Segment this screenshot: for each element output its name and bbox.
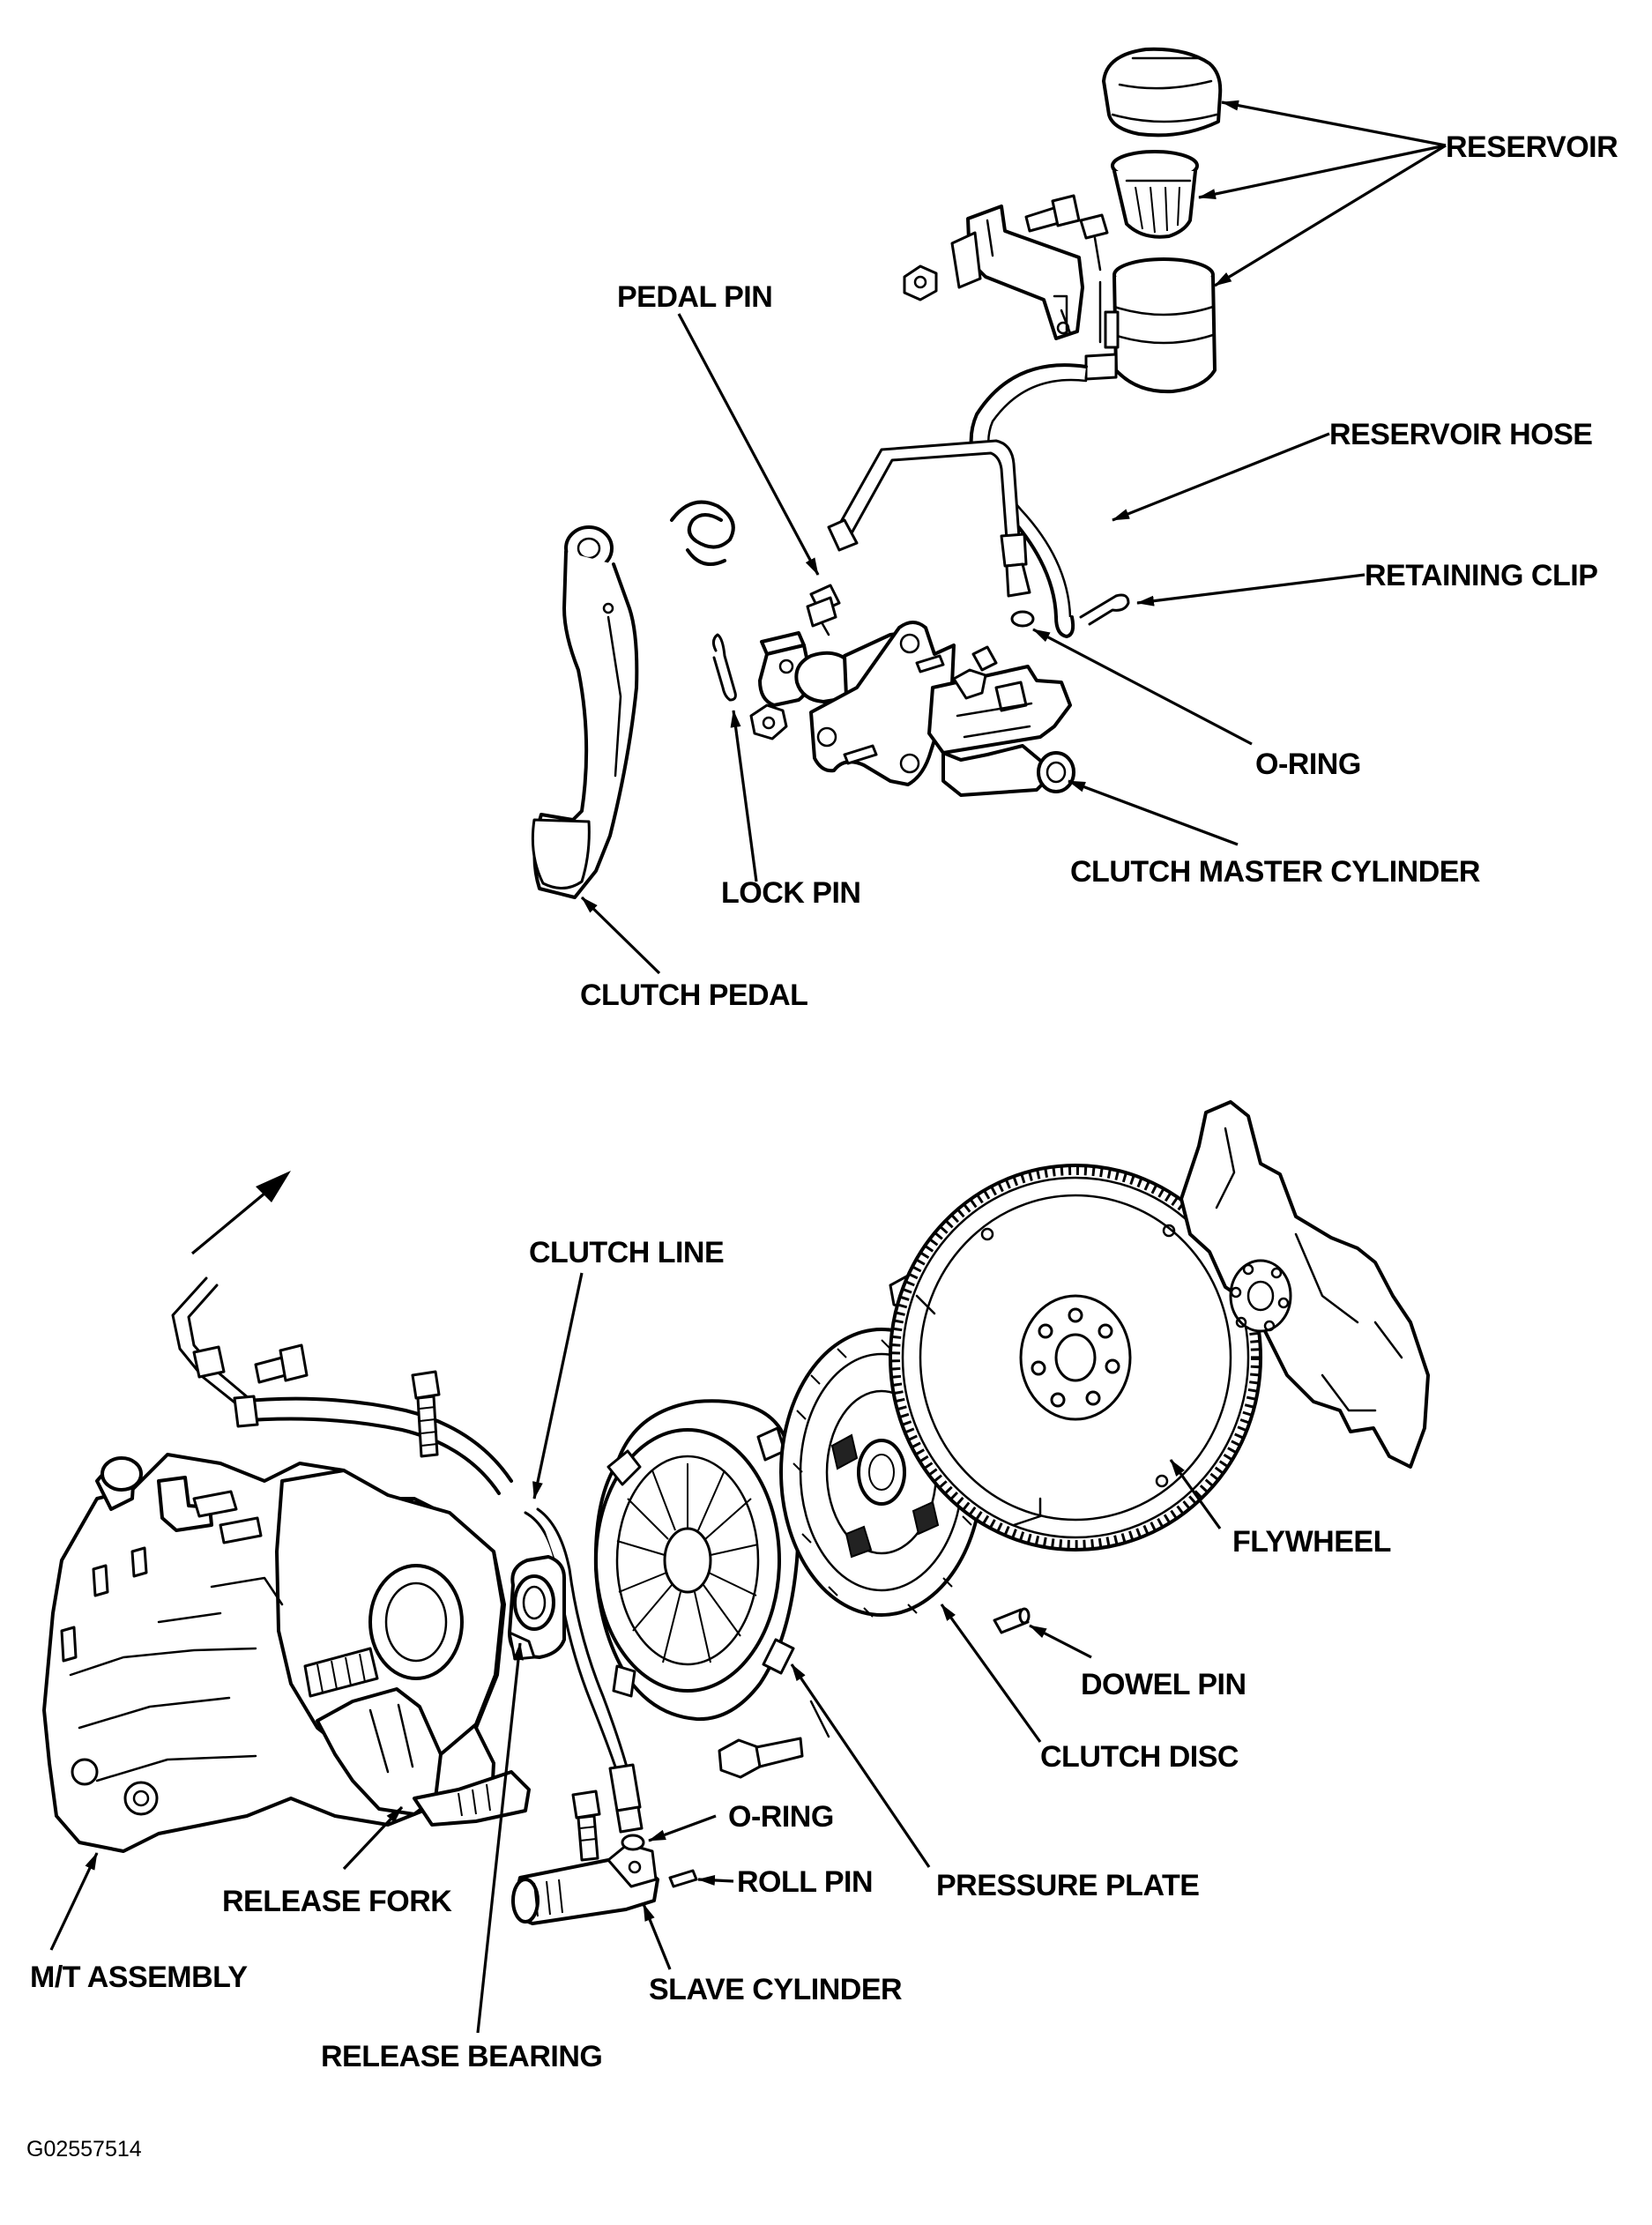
label-roll-pin: ROLL PIN bbox=[737, 1865, 873, 1899]
o-ring-bottom bbox=[621, 1834, 645, 1851]
label-o-ring-top: O-RING bbox=[1255, 748, 1361, 781]
lock-pin bbox=[711, 633, 737, 702]
flywheel bbox=[889, 1164, 1262, 1552]
clevis-nut bbox=[749, 703, 788, 740]
release-fork bbox=[316, 1687, 531, 1827]
housing-bolt-top bbox=[411, 1370, 441, 1458]
to-master-cylinder-arrow bbox=[190, 1171, 291, 1255]
label-slave-cylinder: SLAVE CYLINDER bbox=[649, 1973, 902, 2006]
reservoir-hose bbox=[969, 363, 1088, 638]
label-lock-pin: LOCK PIN bbox=[721, 876, 860, 910]
engine-block bbox=[1179, 1100, 1430, 1469]
pedal-spring bbox=[670, 500, 735, 566]
bracket-bolt-2 bbox=[1079, 213, 1109, 272]
reservoir-strainer bbox=[1111, 150, 1199, 239]
labels: RESERVOIR PEDAL PIN RESERVOIR HOSE RETAI… bbox=[26, 130, 1619, 2162]
roll-pin bbox=[668, 1869, 698, 1888]
bracket-bolt-1 bbox=[1024, 194, 1081, 233]
label-clutch-line: CLUTCH LINE bbox=[529, 1236, 724, 1269]
pressure-plate bbox=[593, 1399, 800, 1722]
bracket-nut bbox=[903, 264, 938, 301]
label-pedal-pin: PEDAL PIN bbox=[617, 280, 772, 314]
label-o-ring-bottom: O-RING bbox=[728, 1800, 834, 1834]
label-pressure-plate: PRESSURE PLATE bbox=[936, 1869, 1199, 1902]
slave-cylinder-bolt bbox=[571, 1790, 601, 1862]
label-release-fork: RELEASE FORK bbox=[222, 1885, 452, 1918]
label-reservoir: RESERVOIR bbox=[1446, 130, 1618, 164]
label-flywheel: FLYWHEEL bbox=[1232, 1525, 1391, 1559]
retaining-clip bbox=[1079, 593, 1130, 626]
reservoir-body bbox=[1084, 257, 1217, 394]
mt-assembly bbox=[42, 1453, 506, 1853]
clevis-yoke bbox=[758, 631, 812, 707]
top-leaders bbox=[580, 100, 1447, 975]
reservoir-cap bbox=[1102, 47, 1223, 138]
label-clutch-master-cylinder: CLUTCH MASTER CYLINDER bbox=[1070, 855, 1480, 889]
reservoir-bracket bbox=[950, 205, 1084, 340]
bottom-leaders bbox=[49, 1272, 1222, 2034]
label-retaining-clip: RETAINING CLIP bbox=[1365, 559, 1597, 592]
clutch-master-cylinder-body bbox=[794, 621, 1075, 797]
master-cylinder-outlet-line bbox=[827, 439, 1031, 598]
label-dowel-pin: DOWEL PIN bbox=[1081, 1668, 1246, 1701]
label-reservoir-hose: RESERVOIR HOSE bbox=[1329, 418, 1592, 451]
line-bracket-bolt bbox=[254, 1343, 309, 1384]
clutch-pedal bbox=[531, 525, 639, 899]
label-clutch-disc: CLUTCH DISC bbox=[1040, 1740, 1239, 1774]
label-mt-assembly: M/T ASSEMBLY bbox=[30, 1961, 248, 1994]
dowel-pin bbox=[993, 1607, 1031, 1634]
pressure-plate-bolt bbox=[718, 1737, 804, 1779]
figure-code: G02557514 bbox=[26, 2137, 142, 2162]
release-bearing bbox=[508, 1555, 566, 1661]
o-ring-top bbox=[1010, 610, 1035, 628]
pedal-pin bbox=[806, 584, 841, 636]
label-clutch-pedal: CLUTCH PEDAL bbox=[580, 979, 807, 1012]
label-release-bearing: RELEASE BEARING bbox=[321, 2040, 602, 2073]
